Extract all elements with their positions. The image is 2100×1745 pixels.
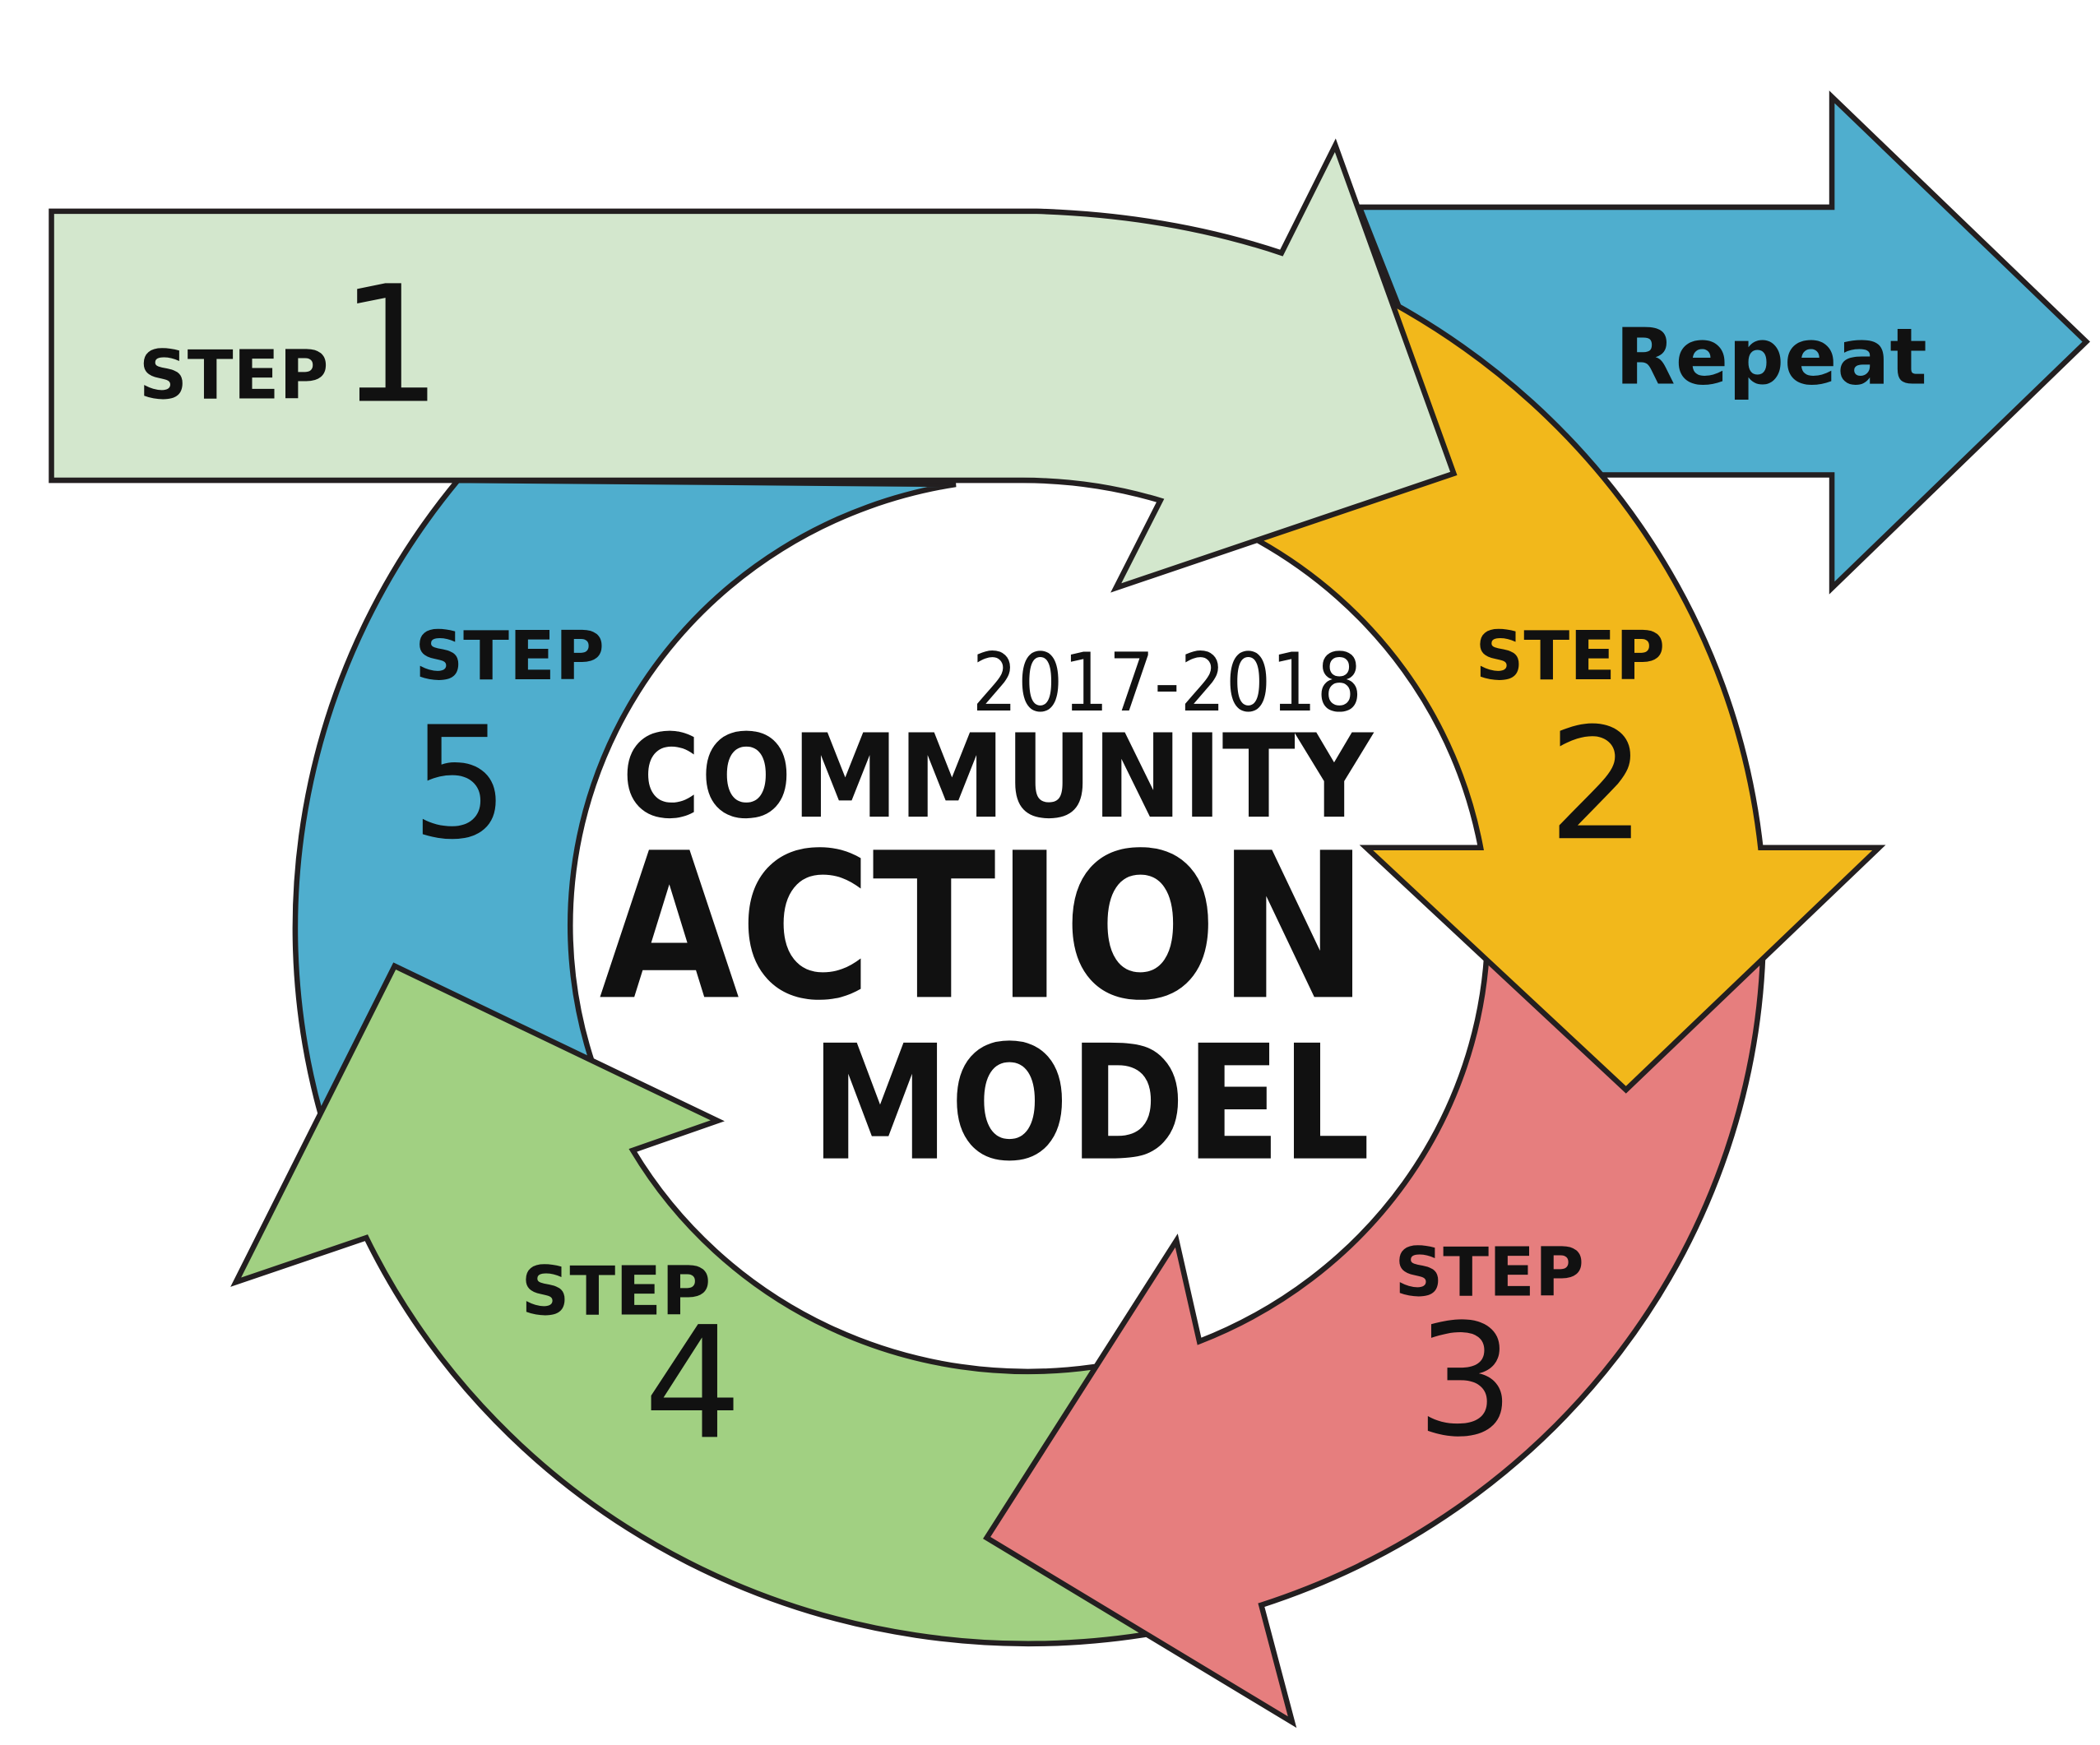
title-community: COMMUNITY [622,710,1375,845]
title-years: 2017-2018 [972,636,1362,730]
title-model: MODEL [810,1011,1370,1197]
step-3-label: STEP [1394,1234,1584,1312]
step-2-arrow [1254,300,1886,1094]
step-1-number: 1 [340,252,443,440]
step-4-arrow [230,962,1147,1647]
step-4-number: 4 [643,1294,742,1474]
step-3-arrow [983,938,1766,1729]
title-action: ACTION [599,809,1369,1044]
step-3-number: 3 [1416,1291,1515,1471]
step-2-number: 2 [1548,695,1647,875]
step-4-label: STEP [522,1252,712,1331]
step-2-label: STEP [1476,618,1666,696]
step-5-number: 5 [410,694,509,874]
repeat-label: Repeat [1616,312,1927,402]
step-5-label: STEP [415,618,605,696]
step-1-arrow [49,138,1458,593]
step-1-label: STEP [139,336,329,414]
step-5-arrow [292,477,957,1118]
